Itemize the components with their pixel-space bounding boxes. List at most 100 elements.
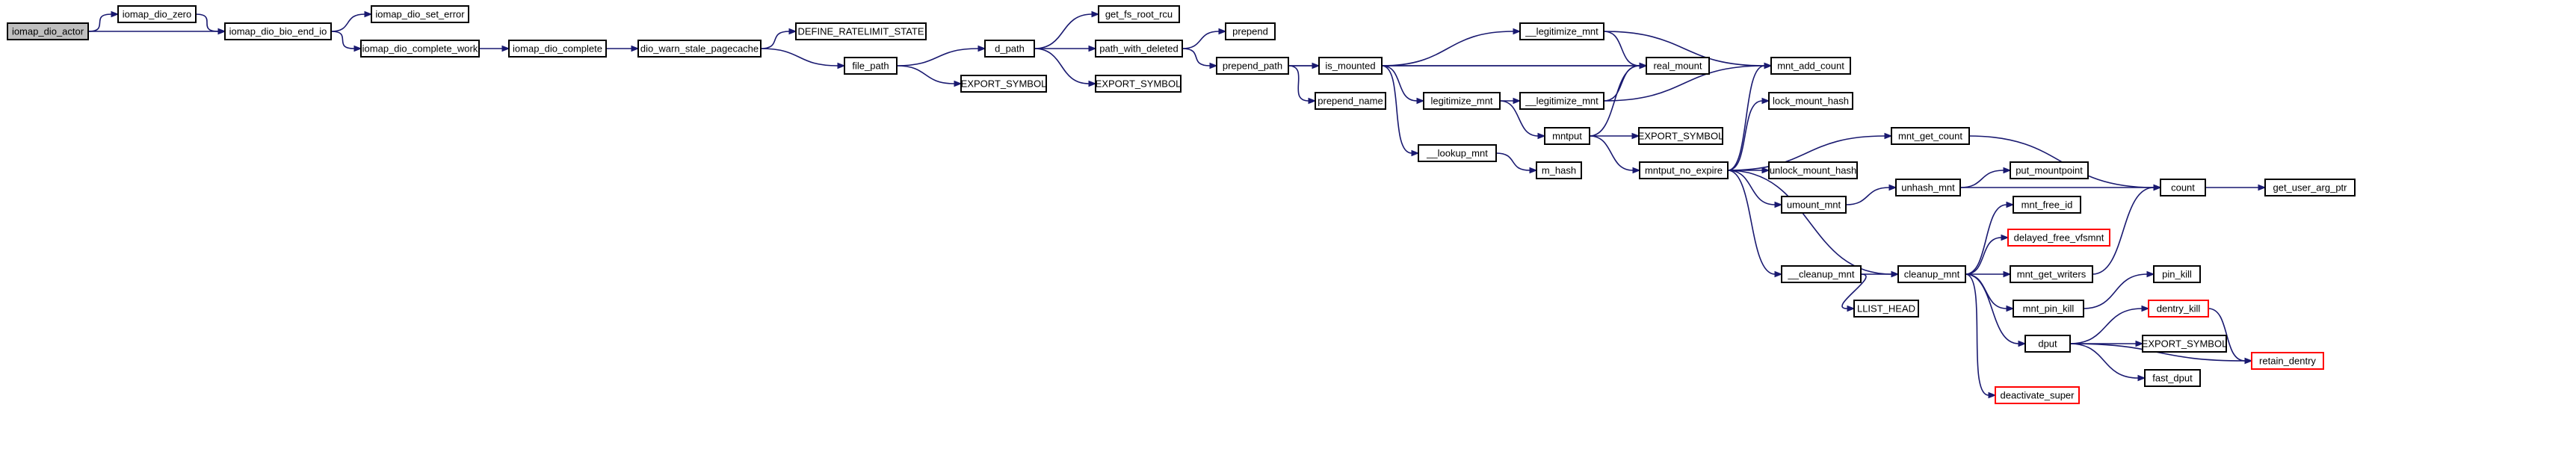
node-box [2144, 369, 2201, 387]
node-label: real_mount [1653, 61, 1702, 72]
node-label: get_fs_root_rcu [1105, 9, 1173, 20]
node-export-symbol-4[interactable]: EXPORT_SYMBOL [2142, 335, 2228, 353]
node-box [2010, 161, 2089, 179]
node-legitimize-mnt-2[interactable]: __legitimize_mnt [1519, 92, 1604, 110]
arrowhead [364, 10, 373, 18]
node-lock-mount-hash[interactable]: lock_mount_hash [1768, 92, 1853, 110]
node-label: path_with_deleted [1099, 43, 1179, 55]
node-iomap-dio-set-error[interactable]: iomap_dio_set_error [371, 5, 469, 23]
node-box [508, 40, 607, 58]
node-box [1995, 386, 2080, 404]
edge-iomap-dio-bio-end-io-to-iomap-dio-set-error [330, 13, 365, 32]
node-label: unhash_mnt [1901, 182, 1955, 193]
node-unhash-mnt[interactable]: unhash_mnt [1895, 179, 1961, 196]
node-llist-head[interactable]: LLIST_HEAD [1853, 300, 1919, 318]
node-umount-mnt[interactable]: umount_mnt [1781, 196, 1847, 214]
arrowhead [1088, 45, 1097, 52]
node-is-mounted[interactable]: is_mounted [1318, 57, 1383, 75]
node-iomap-dio-complete-work[interactable]: iomap_dio_complete_work [360, 40, 480, 58]
node-label: is_mounted [1325, 61, 1375, 72]
node-delayed-free-vfsmnt[interactable]: delayed_free_vfsmnt [2007, 229, 2110, 247]
node-box [2160, 179, 2206, 196]
arrowhead [1218, 28, 1227, 35]
node-d-path[interactable]: d_path [984, 40, 1035, 58]
node-iomap-dio-actor[interactable]: iomap_dio_actor [7, 22, 89, 40]
node-mnt-pin-kill[interactable]: mnt_pin_kill [2013, 300, 2084, 318]
node-count[interactable]: count [2160, 179, 2206, 196]
node-prepend-path[interactable]: prepend_path [1216, 57, 1289, 75]
node-real-mount[interactable]: real_mount [1646, 57, 1710, 75]
node-box [1536, 161, 1582, 179]
node-iomap-dio-zero[interactable]: iomap_dio_zero [117, 5, 197, 23]
node-mnt-get-count[interactable]: mnt_get_count [1891, 127, 1970, 145]
node-cleanup-mnt[interactable]: cleanup_mnt [1897, 265, 1966, 283]
node-dio-warn-stale-pagecache[interactable]: dio_warn_stale_pagecache [637, 40, 762, 58]
node-label: prepend [1232, 26, 1268, 37]
node-legitimize-mnt[interactable]: legitimize_mnt [1423, 92, 1501, 110]
node-box [1519, 22, 1604, 40]
node-box [1418, 144, 1497, 162]
arrowhead [2018, 340, 2027, 347]
arrowhead [2003, 167, 2012, 174]
node-box [1768, 161, 1858, 179]
node-box [1318, 57, 1383, 75]
node-get-user-arg-ptr[interactable]: get_user_arg_ptr [2264, 179, 2356, 196]
node-prepend[interactable]: prepend [1225, 22, 1276, 40]
node-retain-dentry[interactable]: retain_dentry [2251, 352, 2324, 370]
node-box [1781, 196, 1847, 214]
node-prepend-name[interactable]: prepend_name [1315, 92, 1386, 110]
node-dentry-kill[interactable]: dentry_kill [2148, 300, 2209, 318]
arrowhead [1091, 10, 1100, 18]
node-iomap-dio-bio-end-io[interactable]: iomap_dio_bio_end_io [224, 22, 332, 40]
node-legitimize-mnt-1[interactable]: __legitimize_mnt [1519, 22, 1604, 40]
node-label: legitimize_mnt [1430, 96, 1492, 107]
node-pin-kill[interactable]: pin_kill [2153, 265, 2201, 283]
node-label: lock_mount_hash [1773, 96, 1849, 107]
node-put-mountpoint[interactable]: put_mountpoint [2010, 161, 2089, 179]
arrowhead [2003, 270, 2012, 278]
arrowhead [1308, 97, 1317, 105]
edge-iomap-dio-bio-end-io-to-iomap-dio-complete-work [330, 31, 355, 49]
node-box [795, 22, 927, 40]
node-box [2007, 229, 2110, 247]
node-label: mntput [1552, 131, 1582, 142]
arrowhead [1639, 62, 1648, 69]
arrowhead [788, 28, 797, 35]
edge-mntput-no-expire-to-umount-mnt [1727, 170, 1776, 205]
node-dput[interactable]: dput [2024, 335, 2071, 353]
node-fast-dput[interactable]: fast_dput [2144, 369, 2201, 387]
node-export-symbol-2[interactable]: EXPORT_SYMBOL [1095, 75, 1182, 93]
node-label: dio_warn_stale_pagecache [640, 43, 759, 55]
arrowhead [1416, 97, 1425, 105]
node-lookup-mnt[interactable]: __lookup_mnt [1418, 144, 1497, 162]
edge-file-path-to-d-path [896, 48, 979, 66]
node-define-ratelimit-state[interactable]: DEFINE_RATELIMIT_STATE [795, 22, 927, 40]
node-file-path[interactable]: file_path [844, 57, 898, 75]
node-iomap-dio-complete[interactable]: iomap_dio_complete [508, 40, 607, 58]
node-mntput-no-expire[interactable]: mntput_no_expire [1639, 161, 1729, 179]
edge-cleanup-mnt-to-dput [1965, 273, 2019, 344]
node-mnt-add-count[interactable]: mnt_add_count [1770, 57, 1851, 75]
node-m-hash[interactable]: m_hash [1536, 161, 1582, 179]
edge-mnt-get-writers-to-count [2092, 187, 2155, 275]
node-mntput[interactable]: mntput [1544, 127, 1590, 145]
arrowhead [2135, 340, 2144, 347]
arrowhead [2141, 305, 2150, 312]
node-path-with-deleted[interactable]: path_with_deleted [1095, 40, 1183, 58]
arrowhead [1884, 132, 1893, 140]
arrowhead [1529, 167, 1538, 174]
node-get-fs-root-rcu[interactable]: get_fs_root_rcu [1098, 5, 1180, 23]
node-export-symbol-3[interactable]: EXPORT_SYMBOL [1638, 127, 1724, 145]
node-label: iomap_dio_bio_end_io [229, 26, 327, 37]
node-deactivate-super[interactable]: deactivate_super [1995, 386, 2080, 404]
node-label: mnt_pin_kill [2023, 303, 2075, 315]
node-mnt-get-writers[interactable]: mnt_get_writers [2010, 265, 2093, 283]
node-label: pin_kill [2162, 269, 2192, 280]
node-label: count [2171, 182, 2195, 193]
node-export-symbol-1[interactable]: EXPORT_SYMBOL [960, 75, 1047, 93]
edge-mntput-no-expire-to-lock-mount-hash [1727, 100, 1763, 171]
node-cleanup-mnt[interactable]: __cleanup_mnt [1781, 265, 1862, 283]
node-mnt-free-id[interactable]: mnt_free_id [2013, 196, 2081, 214]
node-unlock-mount-hash[interactable]: unlock_mount_hash [1768, 161, 1858, 179]
